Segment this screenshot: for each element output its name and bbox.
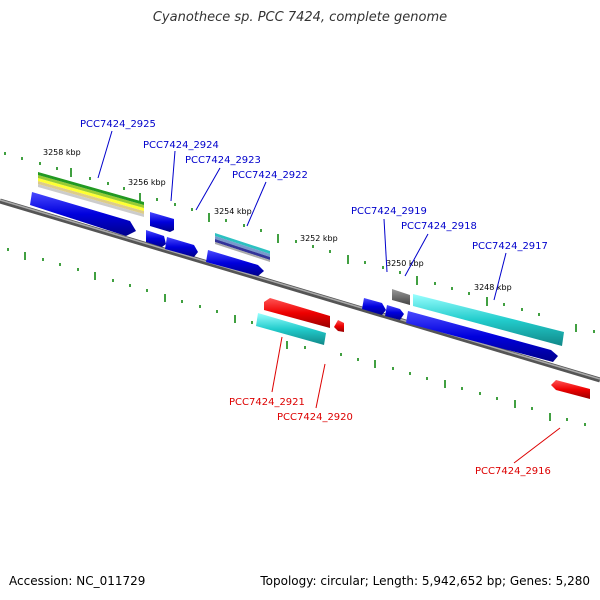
scale-label-3250: 3250 kbp xyxy=(386,259,424,268)
forward-tick-track xyxy=(4,152,595,333)
cds-arrow-2920[interactable] xyxy=(334,320,344,332)
gene-label-2921: PCC7424_2921 xyxy=(229,397,305,408)
gene-label-2920: PCC7424_2920 xyxy=(277,412,353,423)
scale-label-3248: 3248 kbp xyxy=(474,283,512,292)
reverse-tick-track xyxy=(7,248,586,426)
scale-label-3252: 3252 kbp xyxy=(300,234,338,243)
cds-arrow-2918-cyan[interactable] xyxy=(413,294,564,346)
cds-arrow-2919a[interactable] xyxy=(362,298,386,315)
feature-2925-stack[interactable] xyxy=(38,172,144,217)
gene-label-2918: PCC7424_2918 xyxy=(401,221,477,232)
feature-2922-stack[interactable] xyxy=(215,233,270,262)
genome-backbone xyxy=(0,198,600,383)
genome-summary-text: Topology: circular; Length: 5,942,652 bp… xyxy=(260,574,590,588)
gene-label-2923: PCC7424_2923 xyxy=(185,155,261,166)
scale-labels: 3258 kbp 3256 kbp 3254 kbp 3252 kbp 3250… xyxy=(43,148,512,292)
forward-features xyxy=(30,172,564,362)
cds-arrow-2921-cyan[interactable] xyxy=(256,313,326,345)
cds-arrow-2922[interactable] xyxy=(206,250,264,276)
reverse-features xyxy=(256,298,590,399)
scale-label-3258: 3258 kbp xyxy=(43,148,81,157)
gene-label-2919: PCC7424_2919 xyxy=(351,206,427,217)
cds-arrow-2923a[interactable] xyxy=(146,230,166,247)
cds-arrow-2925[interactable] xyxy=(30,192,136,236)
cds-arrow-2919b[interactable] xyxy=(385,305,404,320)
cds-arrow-2923b[interactable] xyxy=(165,237,198,257)
gene-label-2922: PCC7424_2922 xyxy=(232,170,308,181)
cds-arrow-2924[interactable] xyxy=(150,212,174,232)
gene-labels: PCC7424_2925 PCC7424_2924 PCC7424_2923 P… xyxy=(80,119,551,477)
scale-label-3256: 3256 kbp xyxy=(128,178,166,187)
gene-block-2919[interactable] xyxy=(392,289,410,305)
gene-label-2916: PCC7424_2916 xyxy=(475,466,551,477)
map-title: Cyanothece sp. PCC 7424, complete genome xyxy=(152,10,448,25)
gene-label-2917: PCC7424_2917 xyxy=(472,241,548,252)
scale-label-3254: 3254 kbp xyxy=(214,207,252,216)
label-leaders xyxy=(97,130,561,464)
gene-label-2925: PCC7424_2925 xyxy=(80,119,156,130)
cds-arrow-2921[interactable] xyxy=(264,298,330,328)
accession-text: Accession: NC_011729 xyxy=(9,574,146,588)
cds-arrow-2917[interactable] xyxy=(406,311,558,362)
gene-label-2924: PCC7424_2924 xyxy=(143,140,219,151)
cds-arrow-2916[interactable] xyxy=(551,380,590,399)
